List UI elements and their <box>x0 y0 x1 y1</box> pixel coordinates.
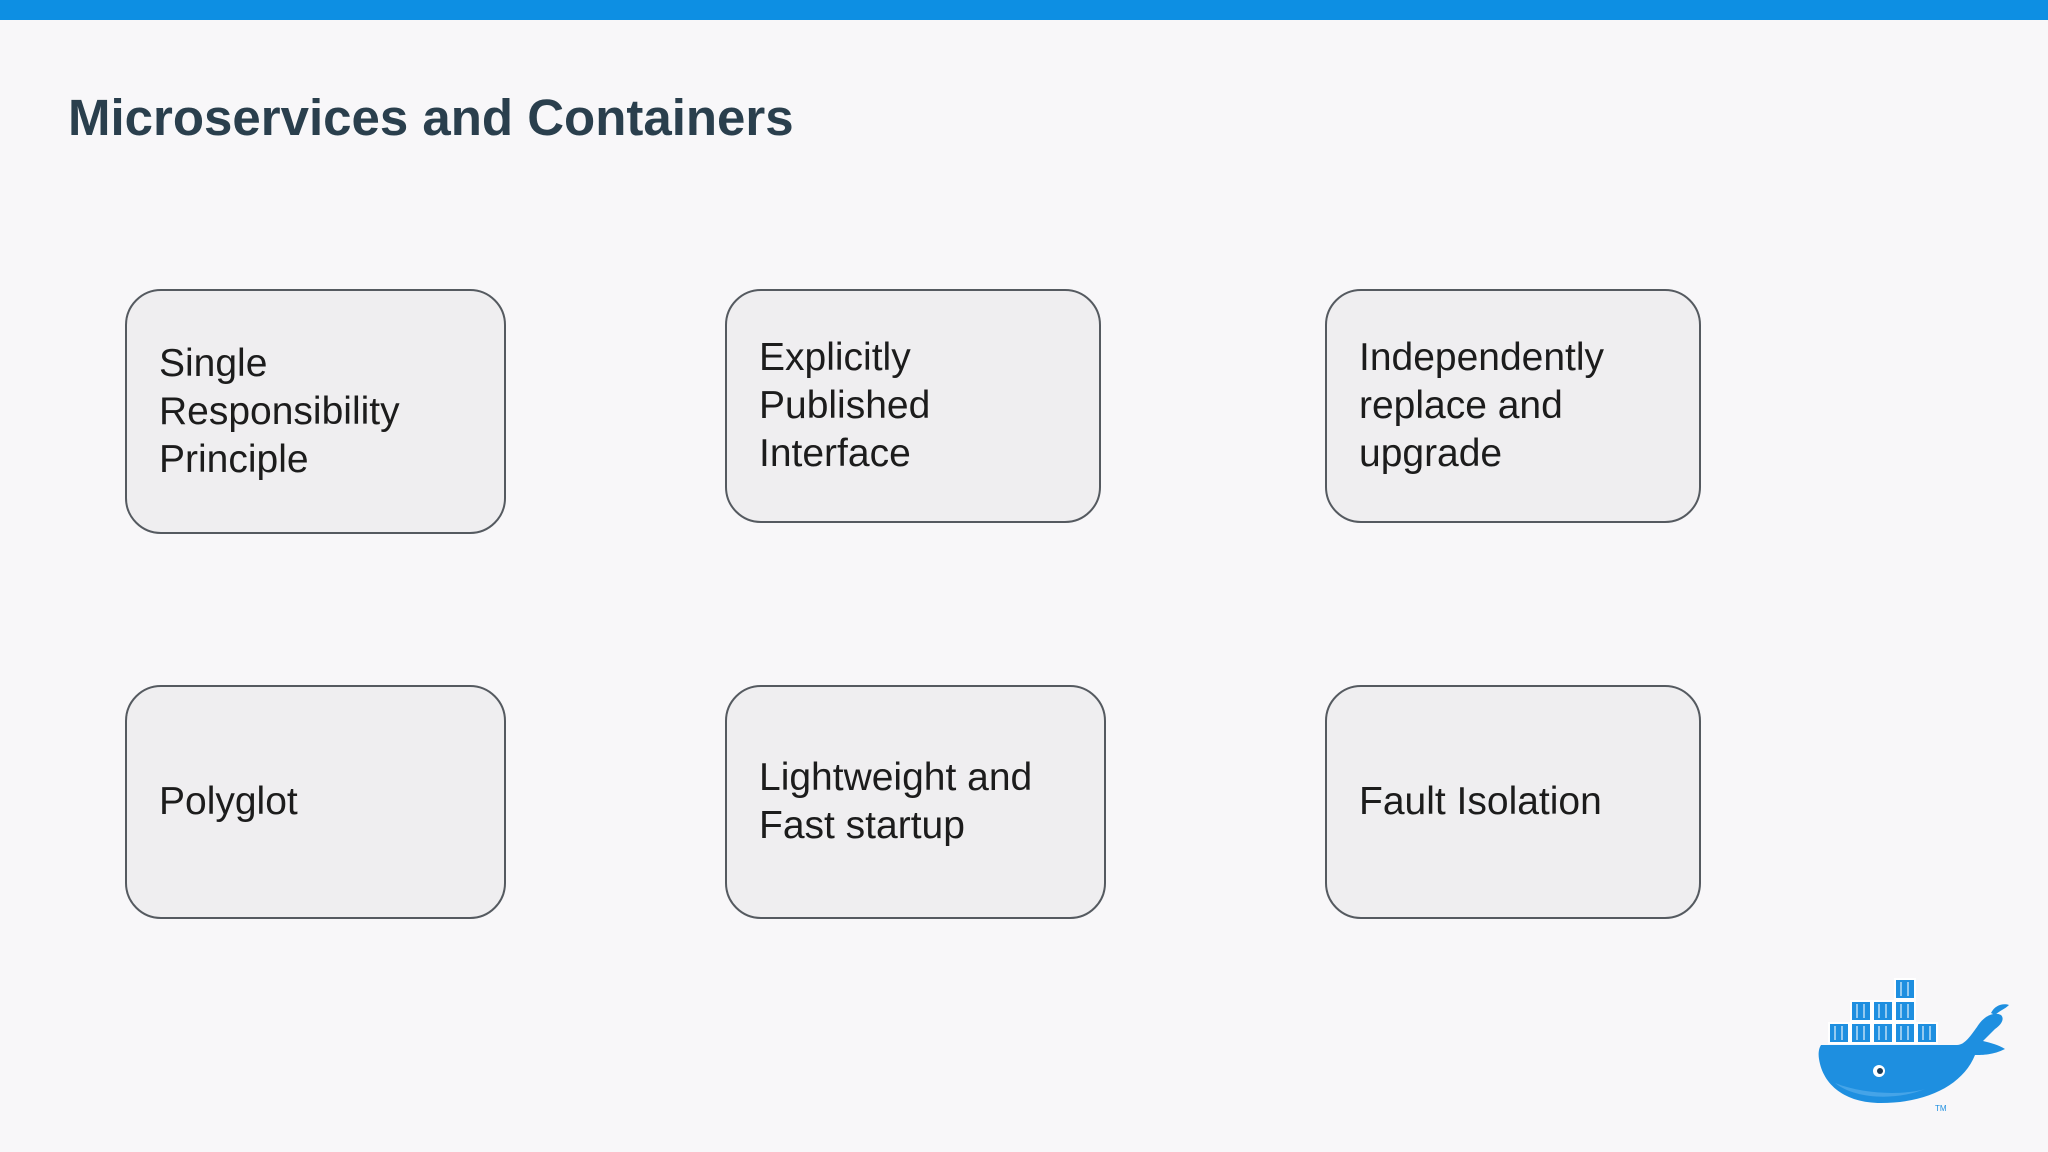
card-independently-replace: Independently replace and upgrade <box>1325 289 1701 523</box>
card-explicitly-published-interface: Explicitly Published Interface <box>725 289 1101 523</box>
card-label: Fault Isolation <box>1359 780 1602 823</box>
card-label: Lightweight and Fast startup <box>759 756 1033 847</box>
docker-whale-icon: TM <box>1818 978 2009 1113</box>
slide-title: Microservices and Containers <box>68 89 794 146</box>
trademark-text: TM <box>1935 1104 1947 1113</box>
card-fault-isolation: Fault Isolation <box>1325 685 1701 919</box>
card-label: Explicitly Published Interface <box>759 336 931 475</box>
card-polyglot: Polyglot <box>125 685 506 919</box>
card-single-responsibility: Single Responsibility Principle <box>125 289 506 534</box>
card-label: Single Responsibility Principle <box>159 341 400 481</box>
top-accent-bar <box>0 0 2048 20</box>
card-label: Independently replace and upgrade <box>1359 336 1605 475</box>
card-lightweight-fast-startup: Lightweight and Fast startup <box>725 685 1106 919</box>
card-label: Polyglot <box>159 780 298 823</box>
